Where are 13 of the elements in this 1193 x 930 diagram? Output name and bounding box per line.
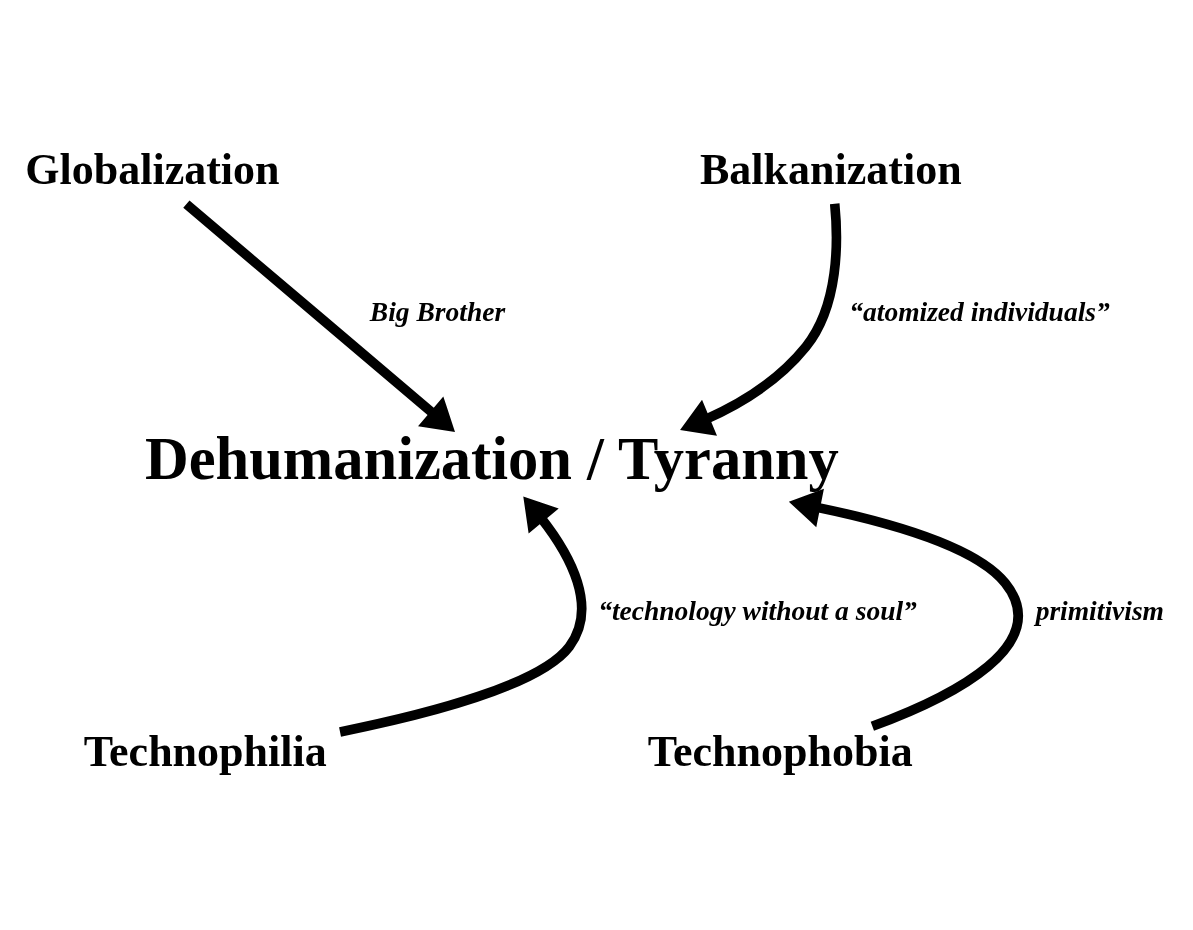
edge-label: “technology without a soul”	[598, 595, 917, 627]
node-text: Technophobia	[647, 726, 913, 776]
arrow	[788, 488, 1023, 731]
arrow	[680, 203, 842, 436]
node-text: Globalization	[25, 144, 280, 194]
node-text: Technophilia	[83, 726, 327, 776]
edge-label: primitivism	[1035, 595, 1164, 627]
arrow	[339, 496, 587, 737]
arrow	[183, 200, 455, 432]
node-text: Balkanization	[700, 144, 962, 194]
node-text: Dehumanization / Tyranny	[144, 425, 839, 493]
edge-label: Big Brother	[369, 295, 506, 327]
edge-label: “atomized individuals”	[849, 295, 1110, 327]
